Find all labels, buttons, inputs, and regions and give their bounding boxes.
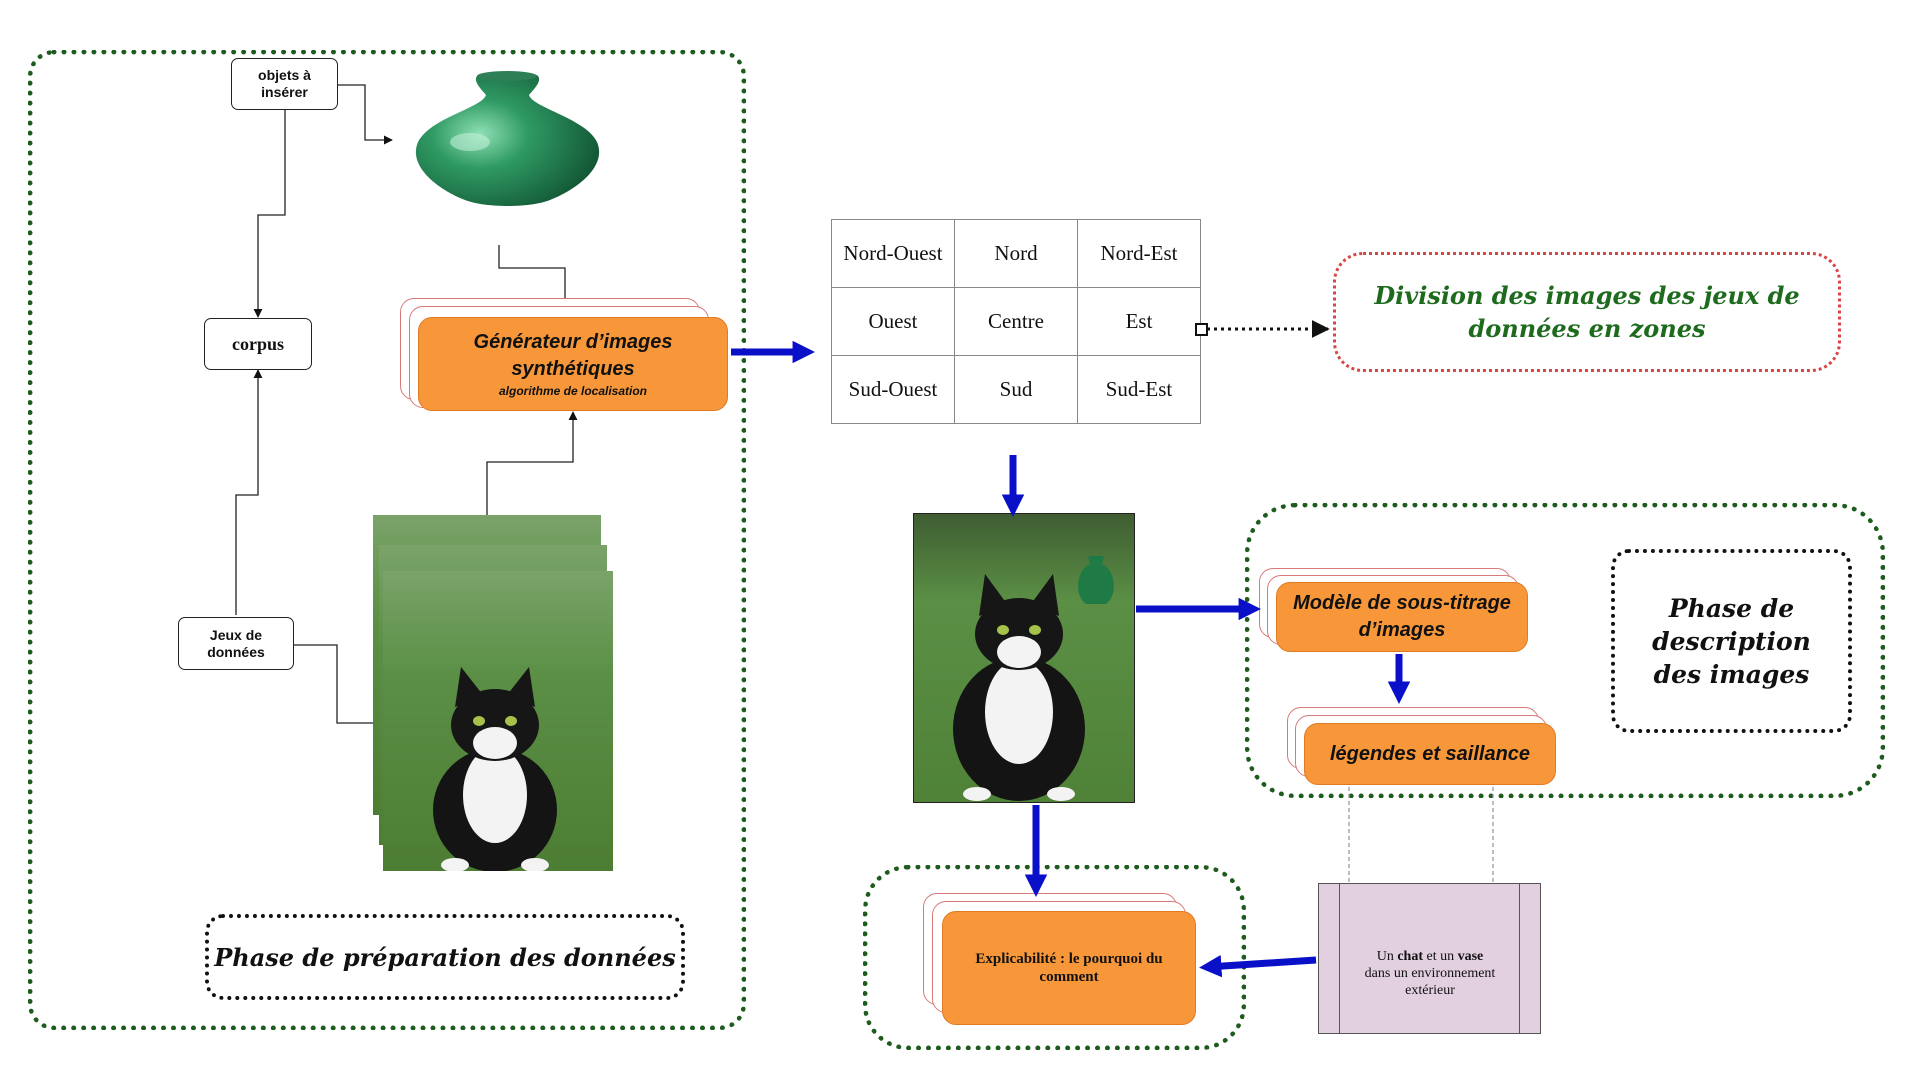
division-text: Division des images des jeux de données …	[1374, 281, 1800, 343]
description-phase-title-box: Phase de description des images	[1611, 549, 1852, 733]
description-phase-title: Phase de description des images	[1652, 593, 1811, 689]
preparation-phase-title-box: Phase de préparation des données	[205, 914, 685, 1000]
connector-objects-corpus	[253, 110, 286, 318]
datasets-box: Jeux de données	[178, 617, 294, 670]
zone-cell: Nord	[954, 219, 1078, 288]
vase-image	[410, 70, 605, 220]
connector-vase-generator	[498, 245, 570, 311]
generator-subtitle: algorithme de localisation	[498, 384, 648, 398]
preparation-phase-title: Phase de préparation des données	[214, 942, 676, 972]
zone-cell: Centre	[954, 287, 1078, 356]
explicability-box: Explicabilité : le pourquoi du comment	[942, 911, 1196, 1025]
cat-with-vase-icon	[914, 514, 1134, 802]
caption-note-t3: dans un environnement extérieur	[1364, 966, 1496, 998]
caption-note-t1: Un	[1376, 949, 1398, 964]
connector-objects-vase	[338, 84, 393, 145]
zone-cell: Sud-Est	[1077, 355, 1201, 424]
connector-datasets-corpus	[235, 369, 263, 615]
caption-note-box: Un chat et un vase dans un environnement …	[1318, 883, 1541, 1034]
connector-datasets-cat	[294, 644, 383, 728]
caption-note-b1: chat	[1397, 949, 1423, 964]
zone-table: Nord-Ouest Nord Nord-Est Ouest Centre Es…	[831, 219, 1201, 424]
caption-note-b2: vase	[1457, 949, 1484, 964]
image-generator-box: Générateur d’images synthétiques algorit…	[418, 317, 728, 411]
zone-cell: Nord-Ouest	[831, 219, 955, 288]
corpus-box: corpus	[204, 318, 312, 370]
description-phase-frame	[1245, 503, 1885, 798]
zone-cell: Nord-Est	[1077, 219, 1201, 288]
caption-note-divider-left	[1339, 884, 1340, 1033]
cat-photo-icon	[373, 515, 613, 872]
captions-saliency-label: légendes et saillance	[1329, 743, 1531, 765]
captions-saliency-box: légendes et saillance	[1304, 723, 1556, 785]
generator-title: Générateur d’images synthétiques	[473, 331, 673, 380]
division-box: Division des images des jeux de données …	[1333, 252, 1841, 372]
zone-grid: Nord-Ouest Nord Nord-Est Ouest Centre Es…	[831, 219, 1201, 424]
zone-cell: Sud-Ouest	[831, 355, 955, 424]
objects-to-insert-box: objets à insérer	[231, 58, 338, 110]
explicability-label: Explicabilité : le pourquoi du comment	[975, 951, 1163, 985]
caption-note-text: Un chat et un vase dans un environnement …	[1341, 948, 1519, 999]
captioning-model-label: Modèle de sous-titrage d’images	[1293, 592, 1511, 641]
connector-cat-generator	[486, 411, 578, 515]
caption-note-t2: et un	[1423, 949, 1458, 964]
cat-photo-stack	[373, 515, 613, 872]
caption-note-divider-right	[1519, 884, 1520, 1033]
composite-image	[913, 513, 1135, 803]
zone-cell: Ouest	[831, 287, 955, 356]
green-vase-icon	[415, 71, 600, 206]
captioning-model-box: Modèle de sous-titrage d’images	[1276, 582, 1528, 652]
zone-cell: Sud	[954, 355, 1078, 424]
zone-cell: Est	[1077, 287, 1201, 356]
preparation-phase-frame	[28, 50, 746, 1030]
